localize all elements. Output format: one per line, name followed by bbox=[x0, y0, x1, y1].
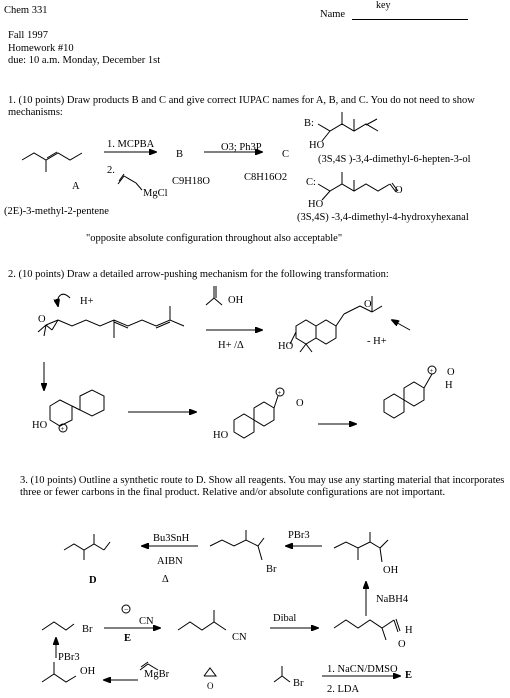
epoxide-polyene-structure bbox=[37, 306, 185, 338]
product-decalin-structure bbox=[289, 296, 383, 353]
epoxide-o-q3: O bbox=[207, 681, 214, 691]
product-c-structure bbox=[317, 172, 399, 201]
name-line bbox=[352, 19, 468, 20]
label-d: D bbox=[89, 575, 97, 586]
intermediate2-ho: HO bbox=[213, 430, 229, 441]
reagent-aibn: AIBN bbox=[157, 556, 183, 567]
epoxide-o: O bbox=[38, 314, 46, 325]
aldehyde-structure bbox=[333, 619, 395, 629]
reaction-conditions: H+ /Δ bbox=[218, 340, 244, 351]
bottom-alcohol-oh: OH bbox=[80, 666, 96, 677]
product-b-structure bbox=[317, 112, 379, 142]
acetic-acid-structure bbox=[205, 297, 223, 306]
svg-text:+: + bbox=[61, 425, 65, 433]
curved-arrow-protonation bbox=[58, 293, 71, 306]
name-a: (2E)-3-methyl-2-pentene bbox=[4, 206, 109, 217]
top-alcohol-oh: OH bbox=[383, 565, 399, 576]
cyanide-reagent-cn: CN bbox=[139, 616, 154, 627]
vinyl-grignard-structure bbox=[139, 663, 159, 671]
answer-c-oh: HO bbox=[308, 199, 324, 210]
name-c: (3S,4S) -3,4-dimethyl-4-hydroxyhexanal bbox=[297, 212, 469, 223]
intermediate3-o: O bbox=[447, 367, 455, 378]
reagent-pbr3-left: PBr3 bbox=[58, 652, 80, 663]
reagent-bu3snh: Bu3SnH bbox=[153, 533, 190, 544]
reagent-ozonolysis: O3; Ph3P bbox=[221, 142, 262, 153]
formula-c: C8H16O2 bbox=[244, 172, 288, 183]
course-title: Chem 331 bbox=[4, 5, 48, 16]
key-word: key bbox=[376, 0, 391, 11]
label-c: C bbox=[282, 149, 290, 160]
aldehyde-o: O bbox=[398, 639, 406, 650]
reagent-pbr3-top: PBr3 bbox=[288, 530, 310, 541]
label-b: B bbox=[176, 149, 184, 160]
left-bromide-br: Br bbox=[82, 624, 93, 635]
svg-text:+: + bbox=[278, 389, 282, 397]
intermediate2-structure: + bbox=[233, 387, 285, 439]
alkene-a-structure bbox=[21, 151, 83, 172]
isopropyl-br: Br bbox=[293, 678, 304, 689]
aldehyde-h: H bbox=[405, 625, 413, 636]
vinyl-mgbr: MgBr bbox=[144, 669, 170, 680]
intermediate3-h: H bbox=[445, 380, 453, 391]
label-e: E bbox=[405, 670, 413, 681]
label-a: A bbox=[72, 181, 80, 192]
product-o: O bbox=[364, 299, 372, 310]
svg-text:−: − bbox=[124, 605, 129, 614]
q3-prompt: 3. (10 points) Outline a synthetic route… bbox=[20, 475, 505, 498]
formula-b: C9H18O bbox=[172, 176, 210, 187]
answer-b-oh: HO bbox=[309, 140, 325, 151]
intermediate1-structure: + bbox=[49, 389, 105, 433]
q1-prompt: 1. (10 points) Draw products B and C and… bbox=[8, 95, 475, 118]
h-plus-start: H+ bbox=[80, 296, 94, 307]
acetic-acid-oh: OH bbox=[228, 295, 244, 306]
name-b: (3S,4S )-3,4-dimethyl-6-hepten-3-ol bbox=[318, 154, 471, 165]
name-label: Name bbox=[320, 9, 346, 20]
bottom-alcohol-structure bbox=[41, 673, 77, 683]
reagent-nabh4: NaBH4 bbox=[376, 594, 409, 605]
top-bromide-br: Br bbox=[266, 564, 277, 575]
top-alcohol-structure bbox=[333, 541, 381, 549]
answer-b-label: B: bbox=[304, 118, 314, 129]
term: Fall 1997 bbox=[8, 30, 48, 41]
arrow-deprotonation bbox=[392, 320, 411, 331]
isopropyl-bromide-structure bbox=[273, 675, 291, 683]
target-d-structure bbox=[63, 543, 105, 551]
label-e-reagent: E bbox=[124, 633, 132, 644]
product-ho: HO bbox=[278, 341, 294, 352]
intermediate2-o: O bbox=[296, 398, 304, 409]
reagent-2: 2. bbox=[107, 165, 115, 176]
intermediate1-ho: HO bbox=[32, 420, 48, 431]
heat-delta: Δ bbox=[162, 574, 169, 585]
nitrile-cn: CN bbox=[232, 632, 247, 643]
top-bromide-structure bbox=[209, 539, 259, 547]
due-date: due: 10 a.m. Monday, December 1st bbox=[8, 55, 161, 66]
q2-prompt: 2. (10 points) Draw a detailed arrow-pus… bbox=[8, 269, 389, 280]
grignard-mgcl: MgCl bbox=[143, 188, 168, 199]
intermediate3-structure: + bbox=[383, 365, 437, 419]
allyl-grignard-structure bbox=[117, 175, 143, 191]
reagent-dibal: Dibal bbox=[273, 613, 297, 624]
svg-text:+: + bbox=[430, 367, 434, 375]
left-bromide-structure bbox=[41, 621, 75, 631]
reagent-mcpba: 1. MCPBA bbox=[107, 139, 155, 150]
step-nacn: 1. NaCN/DMSO bbox=[327, 664, 398, 675]
nitrile-structure bbox=[177, 621, 227, 631]
small-epoxide-structure bbox=[203, 667, 217, 677]
homework-number: Homework #10 bbox=[8, 43, 74, 54]
step-lda: 2. LDA bbox=[327, 684, 360, 695]
answer-c-o: O bbox=[395, 185, 403, 196]
answer-c-label: C: bbox=[306, 177, 316, 188]
configuration-note: "opposite absolute configuration through… bbox=[86, 233, 343, 244]
minus-h-plus: - H+ bbox=[367, 336, 387, 347]
